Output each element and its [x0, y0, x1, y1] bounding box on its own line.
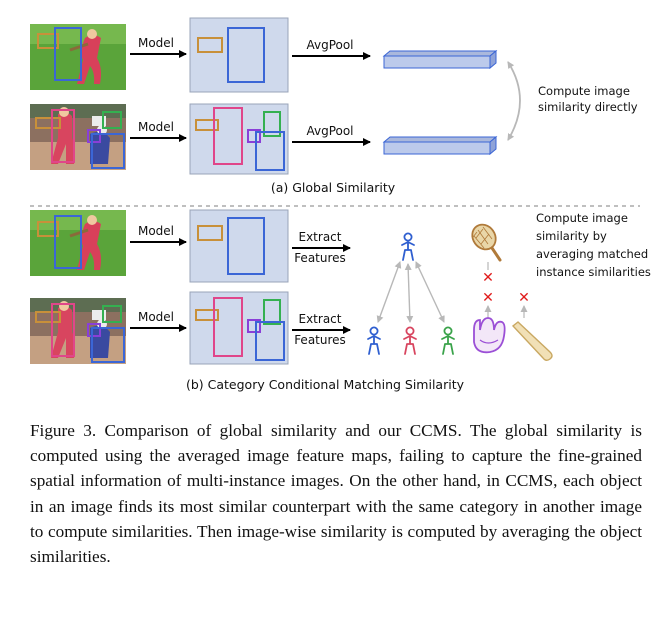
feature-box-catcher-b	[255, 321, 285, 361]
feature-box-mitt-b	[247, 319, 261, 333]
bbox-glove-b	[37, 221, 59, 237]
feature-box-glove-2	[195, 119, 219, 131]
bbox-mitt-b	[87, 323, 101, 337]
feature-map-b-top	[189, 209, 289, 283]
cross-icon-2: ✕	[482, 290, 494, 306]
bbox-mitt	[87, 129, 101, 143]
feature-box-glove-2b	[195, 309, 219, 321]
input-image-multi	[30, 104, 126, 170]
label-model-b-bottom: Model	[138, 310, 174, 324]
input-image-multi-b	[30, 298, 126, 364]
feature-map-bottom	[189, 103, 289, 175]
label-extract-bottom-1: Extract	[299, 312, 342, 326]
feature-map-b-bottom	[189, 291, 289, 365]
figure-caption: Figure 3. Comparison of global similarit…	[30, 421, 642, 567]
figure-diagram: Model AvgPool Model AvgPool	[28, 17, 651, 392]
label-extract-top-2: Features	[294, 251, 346, 265]
panel-a: Model AvgPool Model AvgPool	[28, 17, 638, 195]
bbox-glove-2	[35, 117, 61, 129]
racket-icon	[471, 223, 502, 262]
bbox-person	[54, 27, 82, 81]
bbox-catcher-b	[91, 327, 125, 363]
person-icon-catcher	[367, 326, 381, 355]
person-icon-batter	[403, 326, 417, 355]
bbox-umpire-b	[102, 305, 122, 323]
feature-box-batter-b	[213, 297, 243, 357]
panel-b-caption: (b) Category Conditional Matching Simila…	[186, 377, 465, 392]
match-arrow-batter	[404, 263, 414, 323]
bbox-glove	[37, 33, 59, 49]
input-image-single-b	[28, 208, 128, 278]
feature-box-person-b	[227, 217, 265, 275]
note-a-line1: Compute image	[538, 84, 630, 98]
bbox-batter	[51, 109, 75, 163]
bbox-batter-b	[51, 303, 75, 357]
feature-box-person	[227, 27, 265, 83]
label-extract-top-1: Extract	[299, 230, 342, 244]
bbox-umpire	[102, 111, 122, 129]
feature-vector-top	[382, 49, 498, 70]
note-b-line2: similarity by	[536, 229, 607, 243]
note-a-line2: similarity directly	[538, 100, 638, 114]
feature-vector-bottom	[382, 135, 498, 156]
note-b-line4: instance similarities	[536, 265, 651, 279]
cross-icon-1: ✕	[482, 270, 494, 286]
label-model-b-top: Model	[138, 224, 174, 238]
mitt-icon	[473, 317, 506, 354]
label-model-bottom: Model	[138, 120, 174, 134]
match-arrow-catcher	[376, 261, 402, 323]
bbox-glove-2b	[35, 311, 61, 323]
label-model-top: Model	[138, 36, 174, 50]
label-avgpool-bottom: AvgPool	[306, 124, 353, 138]
label-extract-bottom-2: Features	[294, 333, 346, 347]
person-icon-umpire	[441, 326, 455, 355]
match-arrow-umpire	[415, 261, 445, 323]
label-avgpool-top: AvgPool	[306, 38, 353, 52]
feature-map-top	[189, 17, 289, 93]
bat-icon	[511, 321, 553, 361]
feature-box-umpire	[263, 111, 281, 137]
bbox-catcher	[91, 133, 125, 169]
feature-box-mitt	[247, 129, 261, 143]
feature-box-umpire-b	[263, 299, 281, 325]
panel-a-caption: (a) Global Similarity	[271, 180, 396, 195]
person-icon-query	[401, 232, 415, 261]
feature-box-catcher	[255, 131, 285, 171]
note-b-line1: Compute image	[536, 211, 628, 225]
feature-box-batter	[213, 107, 243, 165]
feature-box-glove-b	[197, 225, 223, 241]
feature-box-glove	[197, 37, 223, 53]
cross-icon-3: ✕	[518, 290, 530, 306]
bbox-person-b	[54, 215, 82, 269]
similarity-arrow	[507, 61, 521, 141]
panel-b: Model Extract Features Model Extract Fea…	[28, 208, 651, 392]
note-b-line3: averaging matched	[536, 247, 648, 261]
